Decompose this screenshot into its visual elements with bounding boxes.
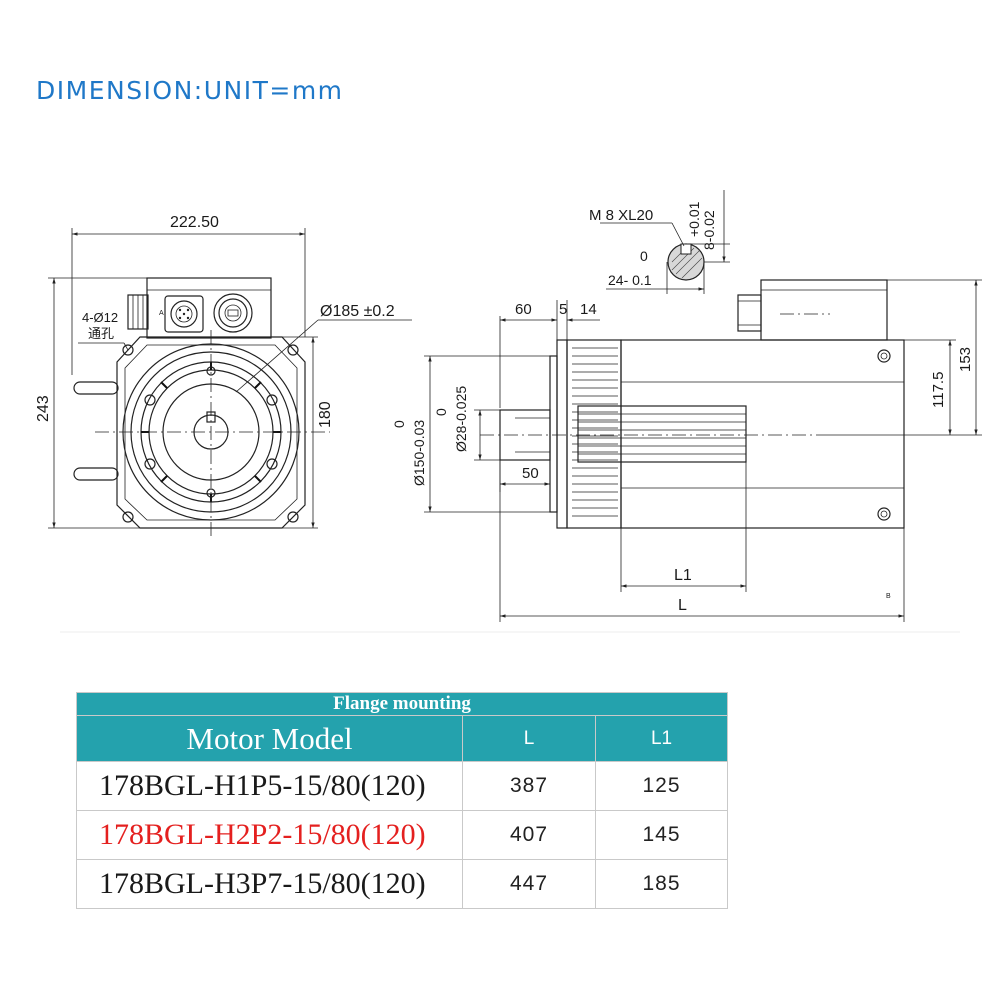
- shaft-dimension: Ø28-0.025: [453, 386, 469, 452]
- key-depth-upper: +0.01: [686, 201, 702, 237]
- row-L: 447: [462, 859, 596, 909]
- row-L: 407: [462, 810, 596, 860]
- row-L1: 125: [594, 761, 729, 811]
- spigot-tol-upper: 0: [391, 420, 407, 428]
- row-L1: 185: [594, 859, 729, 909]
- dim-14: 14: [580, 301, 597, 318]
- front-width-dimension: 222.50: [170, 214, 219, 231]
- hole-note: 通孔: [88, 326, 114, 341]
- side-terminal-box: [760, 279, 888, 341]
- row-model: 178BGL-H3P7-15/80(120): [76, 859, 463, 909]
- col-header-L: L: [462, 715, 596, 762]
- power-connector: [213, 293, 253, 333]
- mount-hole: [287, 344, 299, 356]
- connector-mark: A: [159, 310, 164, 317]
- table-row-highlighted: 178BGL-H2P2-15/80(120) 407 145: [76, 810, 729, 860]
- row-L: 387: [462, 761, 596, 811]
- key-width-upper: 0: [640, 248, 648, 264]
- table-row: 178BGL-H1P5-15/80(120) 387 125: [76, 761, 729, 811]
- terminal-box: [146, 277, 272, 339]
- table-caption: Flange mounting: [75, 692, 729, 716]
- side-flange: [556, 339, 568, 529]
- dim-60: 60: [515, 301, 532, 318]
- mount-hole: [122, 344, 134, 356]
- dim-L1: L1: [674, 567, 692, 584]
- front-height-dimension: 243: [35, 395, 52, 422]
- key-width-dimension: 24- 0.1: [608, 272, 652, 288]
- cable-gland: [127, 294, 149, 330]
- motor-body: [620, 339, 905, 529]
- cooling-fins: [572, 347, 618, 517]
- col-header-L1: L1: [594, 715, 729, 762]
- dim-153: 153: [957, 347, 974, 372]
- hole-callout: 4-Ø12: [82, 310, 118, 325]
- table-row: 178BGL-H3P7-15/80(120) 447 185: [76, 859, 729, 909]
- dim-5: 5: [559, 301, 567, 318]
- dimension-drawing: 222.50 243 180 Ø185 ±0.2 4-Ø12 通孔 A: [35, 190, 982, 633]
- side-view: 60 5 14 50 0 Ø150-0.03 0 Ø28-0.025 117.5…: [391, 279, 982, 622]
- shaft-key-detail: 0 24- 0.1 +0.01 8-0.02 M 8 XL20: [589, 190, 730, 294]
- mount-hole: [122, 511, 134, 523]
- inner-height-dimension: 180: [317, 401, 334, 428]
- signal-connector: [164, 295, 204, 333]
- table-header-row: Motor Model L L1: [76, 715, 729, 762]
- row-L1: 145: [594, 810, 729, 860]
- key-depth-dimension: 8-0.02: [701, 210, 717, 250]
- lifting-lugs: [73, 381, 119, 481]
- dim-50: 50: [522, 465, 539, 482]
- front-view: 222.50 243 180 Ø185 ±0.2 4-Ø12 通孔 A: [35, 214, 412, 540]
- dim-117-5: 117.5: [930, 372, 947, 408]
- spigot-dimension: Ø150-0.03: [411, 420, 427, 486]
- shaft-tol-upper: 0: [433, 408, 449, 416]
- dim-L: L: [678, 597, 687, 614]
- pcd-dimension: Ø185 ±0.2: [320, 303, 395, 320]
- mark-b: B: [886, 593, 891, 600]
- row-model: 178BGL-H1P5-15/80(120): [76, 761, 463, 811]
- col-header-model: Motor Model: [76, 715, 463, 762]
- spec-table: Flange mounting Motor Model L L1 178BGL-…: [75, 692, 729, 909]
- page-title: DIMENSION:UNIT=mm: [36, 76, 344, 105]
- row-model: 178BGL-H2P2-15/80(120): [76, 810, 463, 860]
- mount-hole: [287, 511, 299, 523]
- thread-callout: M 8 XL20: [589, 207, 653, 224]
